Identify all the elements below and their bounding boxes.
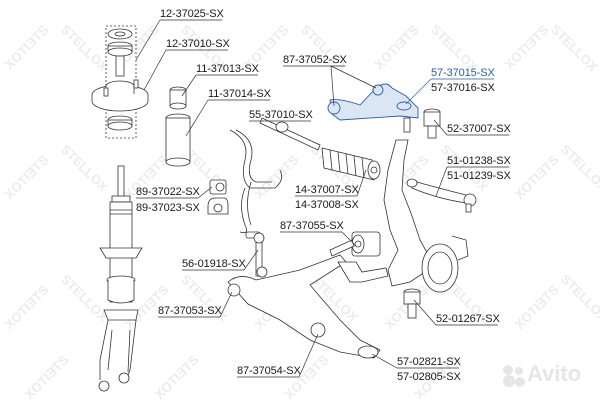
leader-lines — [135, 19, 509, 378]
part-label-12-37025: 12-37025-SX — [160, 8, 224, 20]
svg-text:XOTIƎTS: XOTIƎTS — [2, 22, 52, 72]
svg-text:XOTIƎTS: XOTIƎTS — [512, 282, 562, 332]
part-label-14-37008: 14-37008-SX — [295, 199, 359, 211]
knuckle-bracket — [337, 261, 389, 283]
part-label-55-37010: 55-37010-SX — [249, 109, 313, 121]
svg-text:XOTIƎTS: XOTIƎTS — [2, 152, 52, 202]
part-label-57-37016: 57-37016-SX — [431, 82, 495, 94]
steering-rack-boot — [321, 147, 381, 181]
upper-ball-joint-stud — [403, 117, 411, 133]
part-label-57-02805: 57-02805-SX — [397, 371, 461, 383]
svg-text:XOTIƎTS: XOTIƎTS — [372, 22, 422, 72]
part-label-56-01918: 56-01918-SX — [182, 258, 246, 270]
outer-tie-rod-end — [406, 178, 477, 213]
part-label-89-37022: 89-37022-SX — [136, 186, 200, 198]
avito-brand-text: Avito — [527, 361, 582, 386]
svg-text:XOTIƎTS: XOTIƎTS — [152, 352, 202, 400]
part-label-57-37015: 57-37015-SX — [431, 67, 495, 79]
upper-control-arm — [327, 83, 419, 121]
part-label-87-37052: 87-37052-SX — [283, 54, 347, 66]
svg-text:STELLOX: STELLOX — [558, 272, 600, 325]
svg-text:STELLOX: STELLOX — [58, 22, 111, 75]
part-label-51-01239: 51-01239-SX — [447, 170, 511, 182]
inner-tie-rod — [259, 117, 321, 151]
shock-absorber — [98, 165, 143, 392]
dust-boot — [165, 113, 191, 167]
part-label-52-01267: 52-01267-SX — [436, 313, 500, 325]
part-label-51-01238: 51-01238-SX — [447, 155, 511, 167]
part-label-12-37010: 12-37010-SX — [166, 38, 230, 50]
svg-text:XOTIƎTS: XOTIƎTS — [22, 352, 72, 400]
part-label-87-37054: 87-37054-SX — [237, 365, 301, 377]
lower-control-arm — [227, 239, 381, 359]
stabilizer-bushing — [207, 179, 229, 215]
bump-stop — [169, 86, 187, 110]
lower-arm-bushing — [351, 231, 381, 257]
svg-text:XOTIƎTS: XOTIƎTS — [512, 152, 562, 202]
part-label-11-37013: 11-37013-SX — [196, 63, 259, 75]
steering-knuckle — [383, 139, 469, 293]
strut-top-mount-assembly — [91, 25, 149, 139]
stabilizer-bar — [229, 129, 283, 234]
part-label-87-37055: 87-37055-SX — [280, 220, 344, 232]
svg-text:XOTIƎTS: XOTIƎTS — [2, 282, 52, 332]
part-label-14-37007: 14-37007-SX — [295, 184, 359, 196]
stabilizer-link — [245, 231, 268, 278]
lower-ball-joint — [403, 288, 421, 319]
part-label-87-37053: 87-37053-SX — [158, 305, 222, 317]
svg-text:STELLOX: STELLOX — [438, 142, 491, 195]
svg-text:STELLOX: STELLOX — [558, 142, 600, 195]
part-label-57-02821: 57-02821-SX — [397, 356, 461, 368]
avito-logo-icon — [503, 365, 525, 387]
svg-text:STELLOX: STELLOX — [58, 142, 111, 195]
part-label-52-37007: 52-37007-SX — [447, 123, 511, 135]
svg-text:XOTIƎTS: XOTIƎTS — [502, 22, 552, 72]
part-label-11-37014: 11-37014-SX — [208, 88, 271, 100]
avito-watermark: Avito — [500, 360, 600, 390]
upper-ball-joint — [423, 108, 441, 139]
svg-text:STELLOX: STELLOX — [548, 22, 600, 75]
part-label-89-37023: 89-37023-SX — [136, 202, 200, 214]
svg-text:STELLOX: STELLOX — [58, 272, 111, 325]
